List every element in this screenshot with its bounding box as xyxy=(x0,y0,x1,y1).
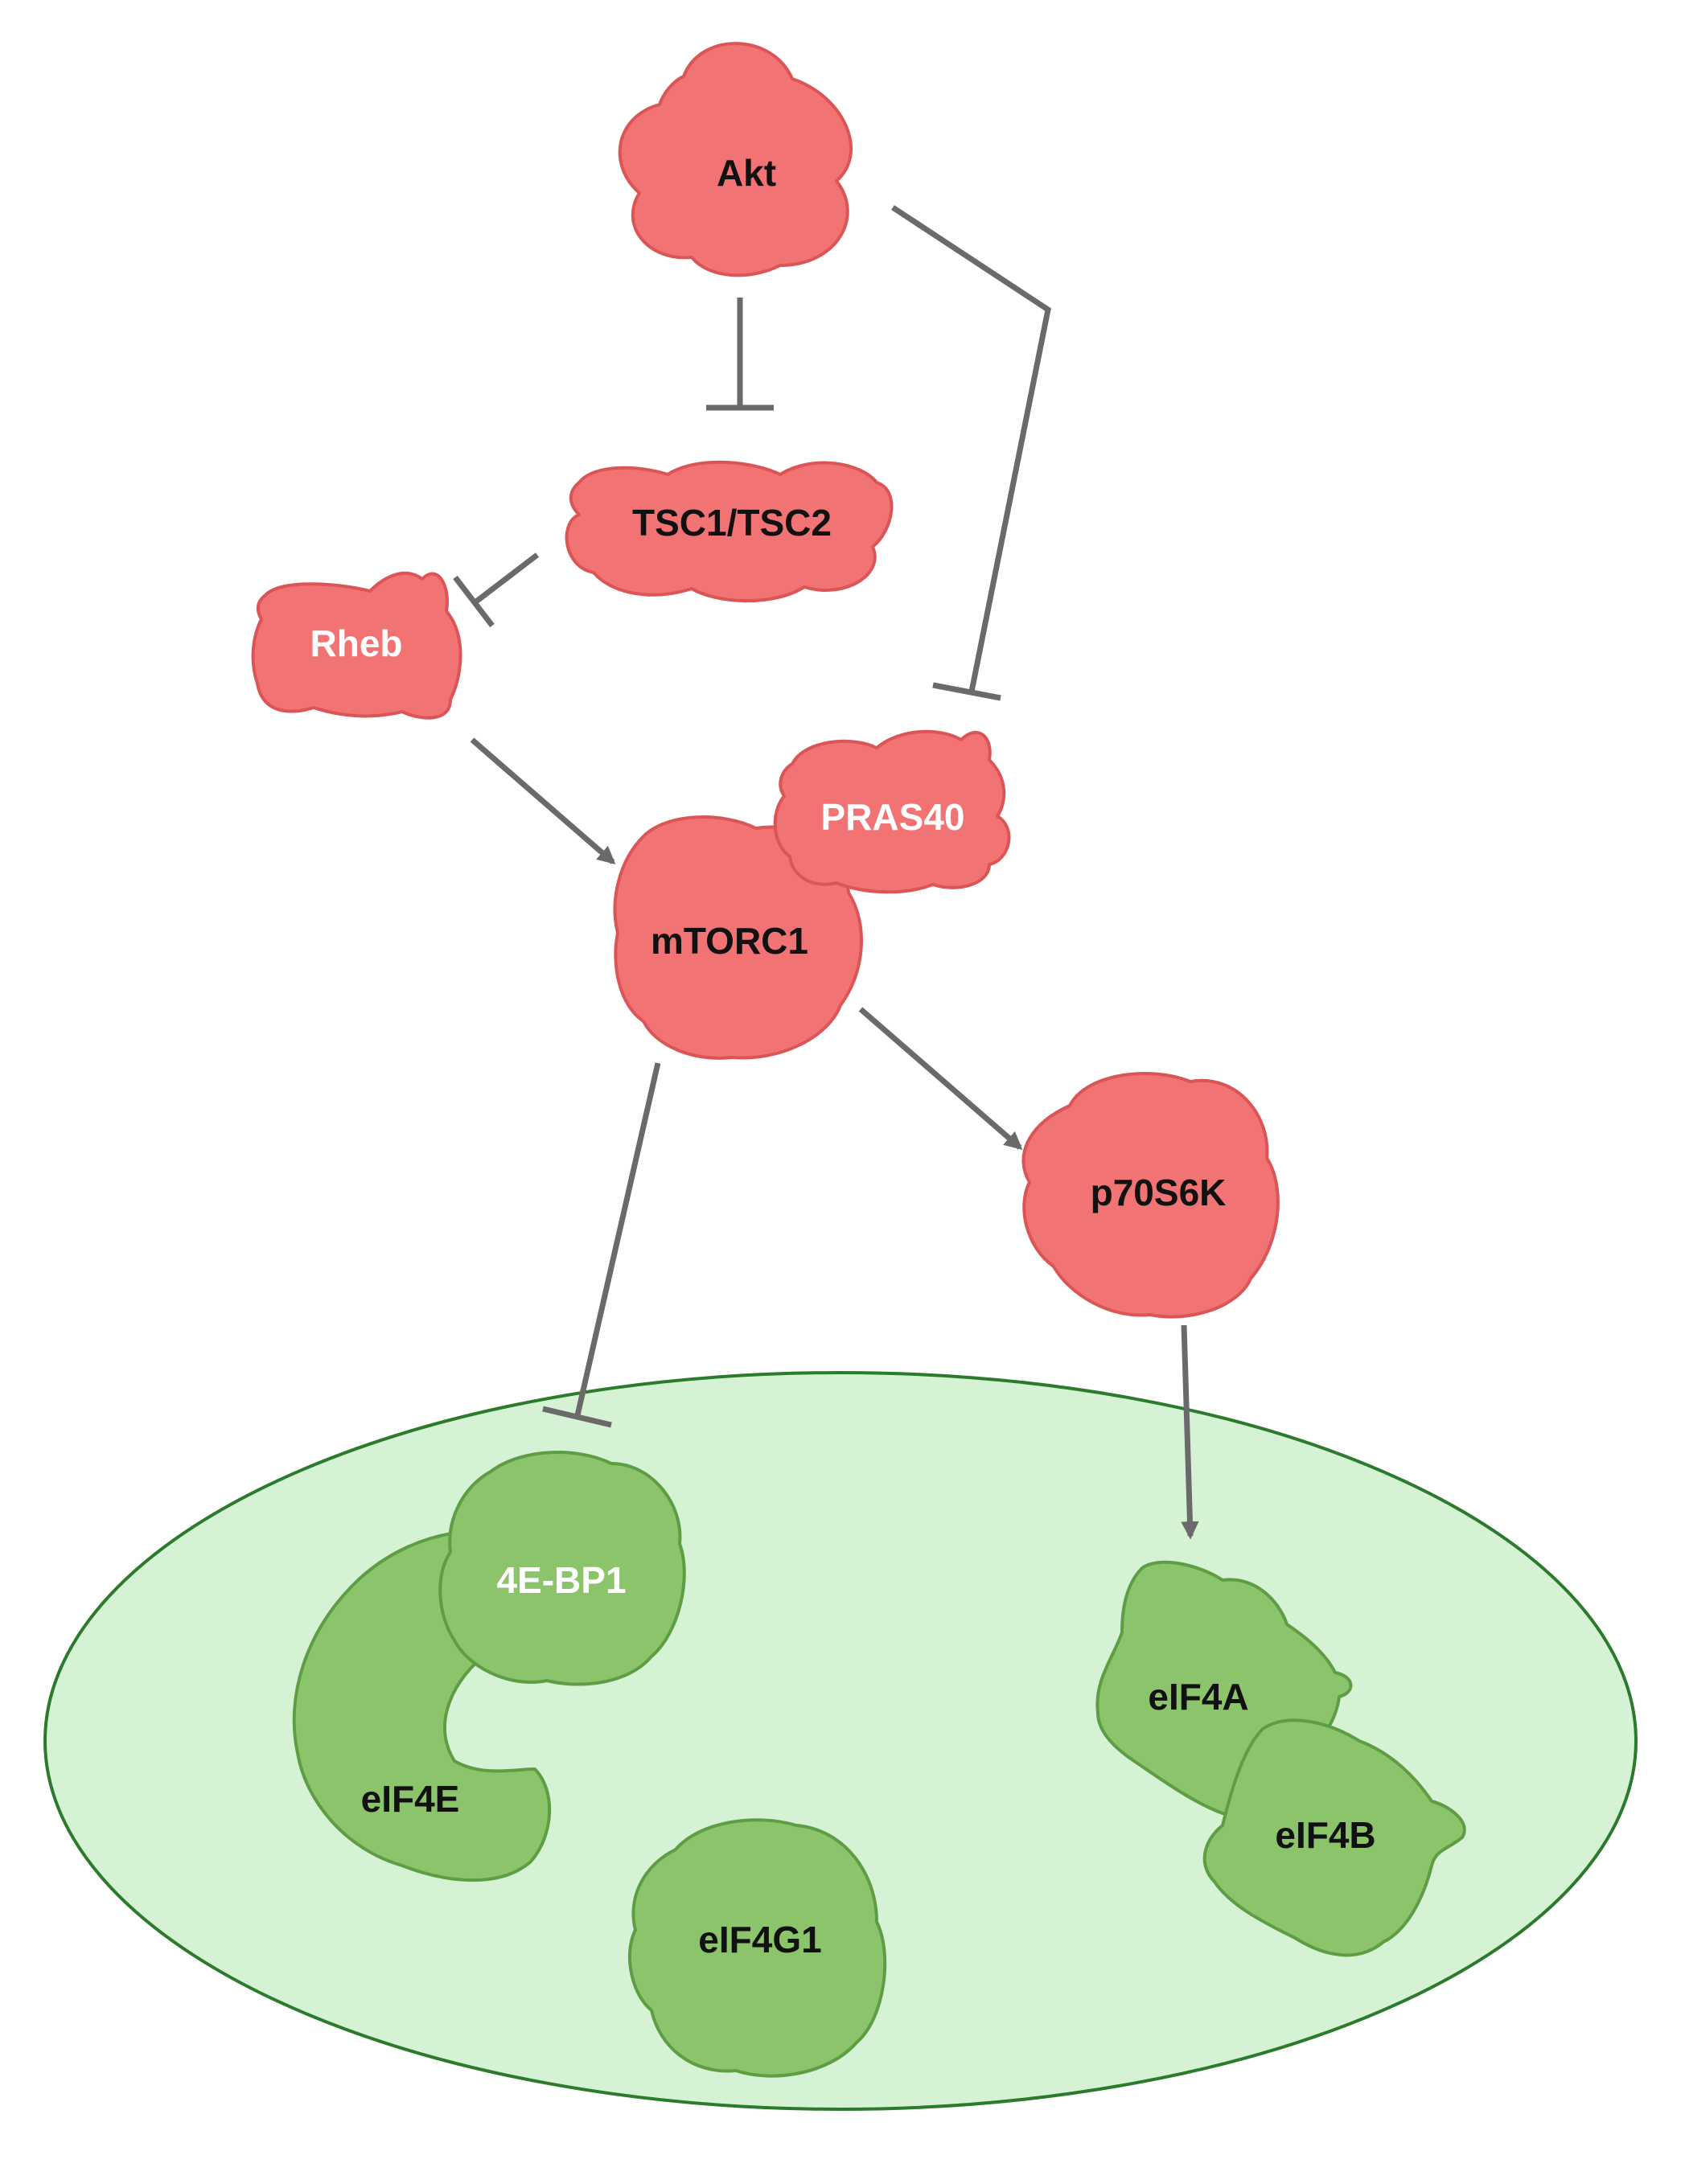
protein-labels: Akt TSC1/TSC2 Rheb PRAS40 mTORC1 p70S6K … xyxy=(310,152,1376,1960)
akt-inhibits-pras40-bar xyxy=(932,682,1001,701)
tsc-inhibits-rheb-bar xyxy=(453,575,495,628)
tsc-protein-shape xyxy=(565,460,894,603)
mtorc1-inhibits-4ebp1-bar xyxy=(542,1406,612,1428)
rheb-label: Rheb xyxy=(310,622,403,664)
pras40-label: PRAS40 xyxy=(821,796,965,838)
akt-protein-shape xyxy=(618,42,853,277)
mtorc1-inhibits-4ebp1-edge xyxy=(574,1062,661,1416)
4ebp1-label: 4E-BP1 xyxy=(496,1559,626,1601)
red-proteins xyxy=(251,42,1280,1319)
p70s6k-label: p70S6K xyxy=(1091,1172,1227,1213)
eif4e-label: eIF4E xyxy=(361,1778,460,1820)
tsc-inhibits-rheb-edge xyxy=(474,552,540,604)
green-proteins xyxy=(292,1451,1466,2078)
eif4b-protein-shape xyxy=(1202,1718,1466,1957)
eif4g1-protein-shape xyxy=(628,1818,887,2078)
eif4a-label: eIF4A xyxy=(1148,1676,1248,1718)
rheb-protein-shape xyxy=(251,571,462,720)
pras40-protein-shape xyxy=(773,729,1011,894)
interaction-edges xyxy=(453,205,1199,1540)
mtorc1-label: mTORC1 xyxy=(651,920,808,962)
akt-inhibits-pras40-edge xyxy=(891,205,1051,692)
tsc-label: TSC1/TSC2 xyxy=(632,502,832,544)
mtorc1-activates-p70s6k-arrow xyxy=(858,1007,1023,1150)
p70s6k-activates-eif4b-arrow xyxy=(1181,1324,1199,1540)
p70s6k-protein-shape xyxy=(1021,1072,1280,1319)
eif4b-label: eIF4B xyxy=(1275,1814,1375,1856)
4ebp1-protein-shape xyxy=(438,1451,686,1686)
akt-label: Akt xyxy=(717,152,776,194)
rheb-activates-mtorc1-arrow xyxy=(470,737,616,864)
eif4g1-label: eIF4G1 xyxy=(698,1919,821,1960)
